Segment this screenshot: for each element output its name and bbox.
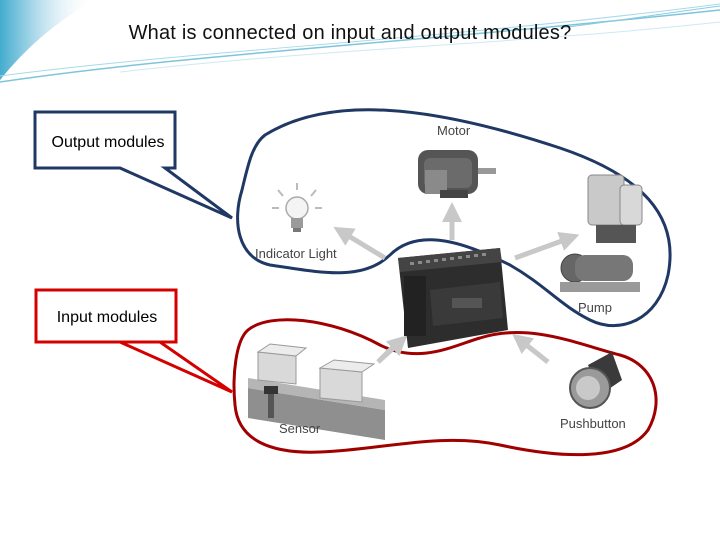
header-decoration	[0, 0, 720, 83]
pump-icon	[560, 174, 643, 292]
slide-title: What is connected on input and output mo…	[128, 22, 572, 44]
indicator-light-label: Indicator Light	[255, 246, 337, 261]
output-group-outline	[236, 108, 672, 328]
pushbutton-icon	[569, 352, 622, 409]
connection-arrows	[333, 202, 580, 364]
output-modules-label: Output modules	[52, 134, 165, 151]
pushbutton-label: Pushbutton	[560, 416, 626, 431]
output-modules-callout: Output modules	[33, 110, 233, 220]
motor-icon	[418, 150, 496, 198]
input-modules-label: Input modules	[57, 309, 158, 326]
motor-label: Motor	[437, 123, 471, 138]
sensor-conveyor-icon	[248, 343, 385, 440]
lightbulb-icon	[272, 183, 322, 232]
plc-controller	[398, 248, 508, 348]
pump-label: Pump	[578, 300, 612, 315]
sensor-label: Sensor	[279, 421, 321, 436]
input-modules-callout: Input modules	[34, 288, 233, 394]
